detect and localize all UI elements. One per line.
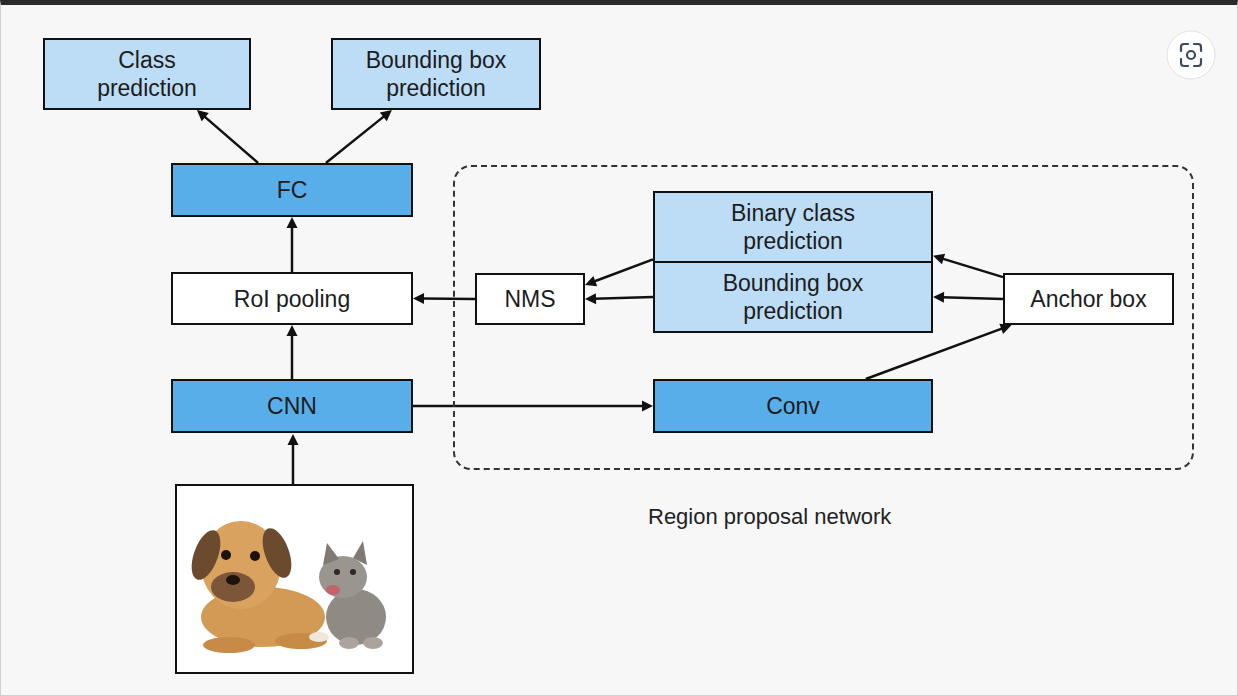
input-arrow [288,434,299,484]
box-label: Bounding box prediction [693,269,893,325]
connector-arrow [326,110,392,163]
group-label: Region proposal network [648,504,891,530]
arrow-head [197,110,209,121]
output-box: Binary class prediction [653,191,933,263]
arrow-head [287,217,298,228]
connector-arrow [585,293,653,304]
output-box: Bounding box prediction [331,38,541,110]
box-label: Anchor box [1030,285,1146,313]
arrow-head [585,276,597,286]
connector-line [942,297,1003,299]
box-label: Bounding box prediction [349,46,524,102]
connector-arrow [197,110,258,163]
arrow-head [380,110,392,121]
box-label: CNN [267,392,317,420]
connector-line [204,116,258,163]
box-label: Binary class prediction [693,199,893,255]
arrow-head [933,292,944,303]
layer-box: Conv [653,379,933,433]
connector-line [866,328,1003,379]
arrow-head [585,293,596,304]
box-label: NMS [504,285,555,313]
arrow-head [642,401,653,412]
connector-arrow [413,401,653,412]
connector-line [422,297,475,300]
process-box: Anchor box [1003,273,1174,325]
connector-line [594,297,653,299]
process-box: NMS [475,273,585,325]
connector-line [326,116,385,163]
connector-line [942,258,1003,277]
output-box: Class prediction [43,38,251,110]
arrow-head [413,293,424,304]
box-label: Conv [766,392,820,420]
arrow-head [999,324,1011,334]
arrow-head [287,325,298,336]
box-label: Class prediction [72,46,222,102]
process-box: RoI pooling [171,272,413,325]
layer-box: CNN [171,379,413,433]
network-group: Region proposal networkBinary class pred… [453,165,1194,470]
connector-line [593,259,653,281]
layer-box: FC [171,163,413,217]
connector-arrow [287,325,298,379]
connector-arrow [933,254,1003,277]
box-label: FC [277,176,308,204]
arrow-head [933,254,945,265]
connector-line [413,405,644,408]
input-photo [176,485,413,673]
output-box: Bounding box prediction [653,261,933,333]
connector-arrow [413,293,475,304]
connector-arrow [933,292,1003,303]
connector-line [291,334,294,379]
box-label: RoI pooling [234,285,350,313]
connector-arrow [585,259,653,286]
connector-arrow [287,217,298,272]
lens-icon [1167,31,1215,79]
connector-line [291,226,294,272]
